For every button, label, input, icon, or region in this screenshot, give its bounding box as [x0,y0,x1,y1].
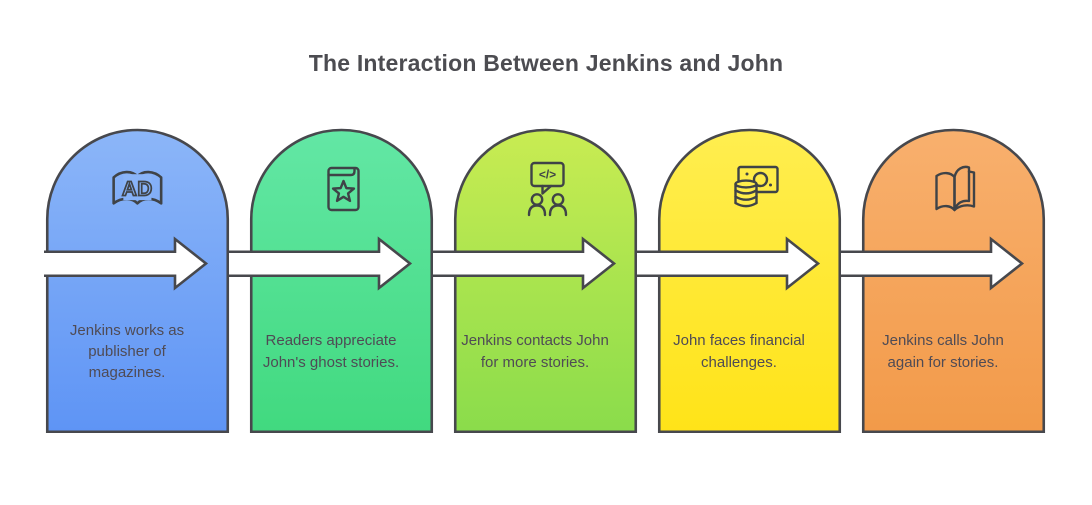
flow-arrow [433,236,617,291]
conversation-code-icon: </> [527,161,568,217]
open-book-icon [935,165,976,212]
step-description: Jenkins works as publisher of magazines. [69,321,185,382]
flow-arrow [841,236,1025,291]
card-shape [657,128,842,434]
card-shape [45,128,230,434]
money-coins-icon [734,165,779,208]
storybook-star-icon [327,166,360,212]
card-shape [861,128,1046,434]
flow-arrow [44,236,209,291]
step-description: Jenkins contacts John for more stories. [461,332,609,371]
code-label: </> [539,168,556,182]
flow-arrow [229,236,413,291]
card-shape [453,128,638,434]
magazine-ad-book-icon: AD [112,170,163,205]
ad-label: AD [122,177,153,200]
step-description: Readers appreciate John's ghost stories. [262,332,400,371]
flow-arrow [637,236,821,291]
step-card-contact: </> Jenkins contacts John for more stori… [433,128,638,434]
step-description: John faces financial challenges. [673,332,805,371]
step-card-publisher: AD Jenkins works as publisher of magazin… [25,128,230,434]
step-description: Jenkins calls John again for stories. [882,332,1004,371]
step-card-financial: John faces financial challenges. [637,128,842,434]
card-shape [249,128,434,434]
step-card-readers: Readers appreciate John's ghost stories. [229,128,434,434]
diagram-title: The Interaction Between Jenkins and John [308,50,784,76]
step-card-calls-again: Jenkins calls John again for stories. [841,128,1046,434]
